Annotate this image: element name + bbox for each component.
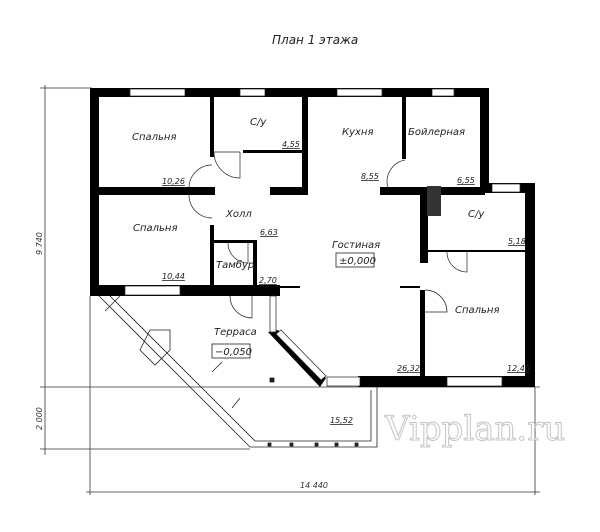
svg-text:С/у: С/у bbox=[250, 117, 267, 128]
svg-text:Кухня: Кухня bbox=[342, 127, 374, 138]
room-bedroom-2: Спальня 10,44 bbox=[133, 223, 185, 281]
svg-text:Гостиная: Гостиная bbox=[332, 240, 380, 251]
svg-text:Холл: Холл bbox=[225, 209, 252, 220]
svg-text:Бойлерная: Бойлерная bbox=[408, 127, 465, 138]
svg-text:Тамбур: Тамбур bbox=[216, 259, 254, 271]
svg-text:26,32: 26,32 bbox=[397, 364, 420, 373]
doors bbox=[188, 151, 468, 319]
svg-text:4,55: 4,55 bbox=[282, 140, 300, 149]
room-bathroom-2: С/у 5,18 bbox=[468, 209, 526, 246]
level-mark-box bbox=[335, 252, 375, 268]
room-bedroom-1: Спальня 10,26 bbox=[132, 132, 185, 186]
svg-text:Спальня: Спальня bbox=[133, 223, 178, 234]
svg-text:8,55: 8,55 bbox=[361, 172, 379, 181]
svg-text:10,44: 10,44 bbox=[162, 272, 185, 281]
svg-text:С/у: С/у bbox=[468, 209, 485, 220]
plan-title: План 1 этажа bbox=[272, 33, 358, 47]
dimension-lines bbox=[40, 85, 540, 495]
room-bedroom-3: Спальня 12,40 bbox=[455, 305, 530, 373]
windows bbox=[124, 88, 521, 387]
room-terrace: Терраса −0,050 15,52 bbox=[211, 327, 353, 425]
svg-text:15,52: 15,52 bbox=[330, 416, 353, 425]
svg-text:Спальня: Спальня bbox=[455, 305, 500, 316]
room-living: Гостиная ±0,000 26,32 bbox=[332, 240, 420, 373]
level-living: ±0,000 bbox=[339, 256, 376, 267]
terrace-outline bbox=[98, 295, 378, 448]
dimension-width: 14 440 bbox=[300, 481, 328, 490]
interior-walls bbox=[99, 97, 525, 380]
room-kitchen: Кухня 8,55 bbox=[342, 127, 379, 181]
svg-text:2,70: 2,70 bbox=[259, 276, 277, 285]
level-mark-box bbox=[211, 343, 251, 359]
dimension-height-terrace: 2 000 bbox=[35, 407, 44, 430]
svg-text:10,26: 10,26 bbox=[162, 177, 185, 186]
svg-text:6,63: 6,63 bbox=[260, 228, 278, 237]
svg-text:Спальня: Спальня bbox=[132, 132, 177, 143]
room-vestibule: Тамбур 2,70 bbox=[216, 259, 277, 285]
watermark: Vipplan.ru bbox=[384, 409, 565, 449]
level-terrace: −0,050 bbox=[215, 347, 252, 358]
room-hall: Холл 6,63 bbox=[225, 209, 278, 237]
svg-text:6,55: 6,55 bbox=[457, 176, 475, 185]
svg-text:Терраса: Терраса bbox=[214, 327, 257, 338]
svg-text:5,18: 5,18 bbox=[508, 237, 526, 246]
room-bathroom-1: С/у 4,55 bbox=[250, 117, 300, 149]
dimension-height-main: 9 740 bbox=[35, 232, 44, 255]
svg-text:12,40: 12,40 bbox=[507, 364, 530, 373]
room-boiler: Бойлерная 6,55 bbox=[408, 127, 475, 185]
